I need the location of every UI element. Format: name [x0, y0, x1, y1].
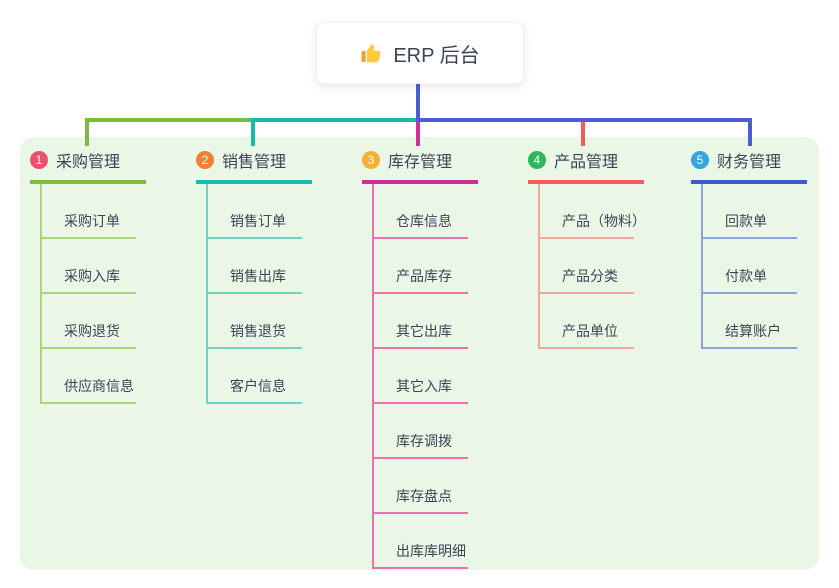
branch-product-header[interactable]: 4 产品管理 [528, 148, 644, 184]
branches-background-panel [20, 137, 819, 570]
root-node-erp[interactable]: ERP 后台 [316, 22, 524, 84]
connector-root-stem [416, 82, 420, 122]
branch-inventory-items: 仓库信息 产品库存 其它出库 其它入库 库存调拨 库存盘点 出库库明细 [372, 184, 468, 569]
branch-title: 库存管理 [388, 154, 453, 171]
mindmap-node[interactable]: 出库库明细 [374, 514, 468, 569]
mindmap-node[interactable]: 其它出库 [374, 294, 468, 349]
branch-finance-header[interactable]: 5 财务管理 [691, 148, 807, 184]
branch-finance: 5 财务管理 回款单 付款单 结算账户 [691, 148, 807, 349]
branch-sales-items: 销售订单 销售出库 销售退货 客户信息 [206, 184, 302, 404]
branch-inventory-header[interactable]: 3 库存管理 [362, 148, 478, 184]
mindmap-node[interactable]: 供应商信息 [42, 349, 136, 404]
branch-number-badge: 2 [196, 151, 214, 169]
mindmap-node[interactable]: 产品库存 [374, 239, 468, 294]
mindmap-node[interactable]: 采购订单 [42, 184, 136, 239]
mindmap-node[interactable]: 库存盘点 [374, 459, 468, 514]
branch-sales: 2 销售管理 销售订单 销售出库 销售退货 客户信息 [196, 148, 312, 404]
mindmap-node[interactable]: 产品（物料） [540, 184, 646, 239]
branch-purchase-items: 采购订单 采购入库 采购退货 供应商信息 [40, 184, 136, 404]
connector-bus-green [85, 118, 253, 122]
mindmap-node[interactable]: 采购退货 [42, 294, 136, 349]
branch-purchase-header[interactable]: 1 采购管理 [30, 148, 146, 184]
branch-number-badge: 5 [691, 151, 709, 169]
branch-sales-header[interactable]: 2 销售管理 [196, 148, 312, 184]
branch-purchase: 1 采购管理 采购订单 采购入库 采购退货 供应商信息 [30, 148, 146, 404]
mindmap-node[interactable]: 结算账户 [703, 294, 797, 349]
branch-number-badge: 4 [528, 151, 546, 169]
thumbs-up-icon [360, 41, 384, 65]
root-node-label: ERP 后台 [393, 44, 480, 67]
mindmap-node[interactable]: 产品单位 [540, 294, 634, 349]
branch-inventory: 3 库存管理 仓库信息 产品库存 其它出库 其它入库 库存调拨 库存盘点 出库库… [362, 148, 478, 569]
connector-bus-blue [416, 118, 752, 122]
connector-drop-purchase [85, 118, 89, 146]
mindmap-node[interactable]: 仓库信息 [374, 184, 468, 239]
connector-drop-inventory [416, 122, 420, 146]
branch-title: 财务管理 [717, 154, 782, 171]
mindmap-node[interactable]: 库存调拨 [374, 404, 468, 459]
branch-number-badge: 3 [362, 151, 380, 169]
connector-drop-sales [251, 118, 255, 146]
mindmap-node[interactable]: 采购入库 [42, 239, 136, 294]
branch-title: 采购管理 [56, 154, 121, 171]
branch-title: 产品管理 [554, 154, 619, 171]
mindmap-node[interactable]: 销售出库 [208, 239, 302, 294]
branch-finance-items: 回款单 付款单 结算账户 [701, 184, 797, 349]
branch-product: 4 产品管理 产品（物料） 产品分类 产品单位 [528, 148, 646, 349]
mindmap-node[interactable]: 销售订单 [208, 184, 302, 239]
branch-title: 销售管理 [222, 154, 287, 171]
connector-drop-product [581, 122, 585, 146]
mindmap-node[interactable]: 客户信息 [208, 349, 302, 404]
mindmap-node[interactable]: 回款单 [703, 184, 797, 239]
branch-number-badge: 1 [30, 151, 48, 169]
branch-product-items: 产品（物料） 产品分类 产品单位 [538, 184, 646, 349]
mindmap-node[interactable]: 销售退货 [208, 294, 302, 349]
connector-bus-teal [251, 118, 418, 122]
mindmap-node[interactable]: 其它入库 [374, 349, 468, 404]
connector-drop-finance [748, 118, 752, 146]
mindmap-node[interactable]: 产品分类 [540, 239, 634, 294]
mindmap-node[interactable]: 付款单 [703, 239, 797, 294]
